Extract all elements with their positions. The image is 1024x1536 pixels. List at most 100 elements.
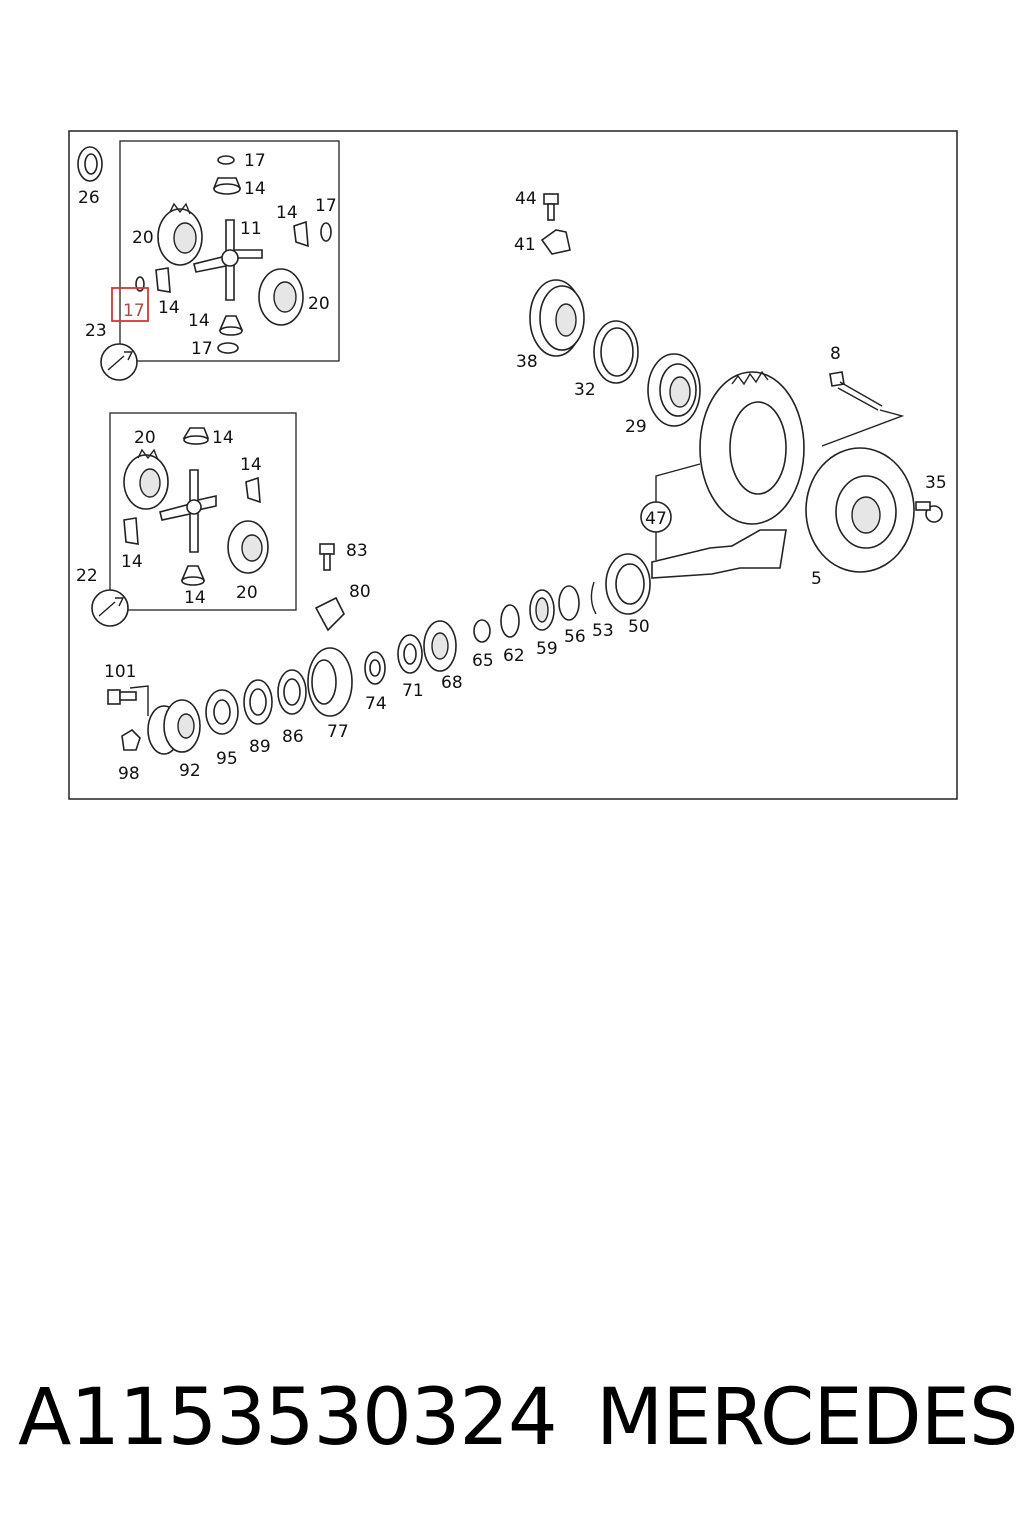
callout-label-20: 20 <box>308 294 330 314</box>
bearing-29 <box>647 353 701 427</box>
gear-14-left <box>155 267 171 293</box>
callout-label-8: 8 <box>830 344 841 364</box>
brand-name: MERCEDES <box>596 1373 1018 1463</box>
callout-label-5: 5 <box>811 569 822 589</box>
ring-71 <box>397 634 423 674</box>
callout-label-35: 35 <box>925 473 947 493</box>
washer-17-top <box>217 155 235 165</box>
callout-label-32: 32 <box>574 380 596 400</box>
ring-86 <box>277 669 307 715</box>
callout-label-89: 89 <box>249 737 271 757</box>
callout-label-14: 14 <box>121 552 143 572</box>
callout-label-50: 50 <box>628 617 650 637</box>
callout-label-101: 101 <box>104 662 136 682</box>
bracket-80 <box>314 596 345 632</box>
callout-label-59: 59 <box>536 639 558 659</box>
bolt-8 <box>829 371 883 411</box>
callout-label-44: 44 <box>515 189 537 209</box>
callout-label-92: 92 <box>179 761 201 781</box>
caption-bar: A1153530324 MERCEDES <box>18 1370 1018 1470</box>
bolt-35 <box>915 501 943 523</box>
flange-92 <box>147 699 201 755</box>
callout-label-14: 14 <box>240 455 262 475</box>
washer-17-right <box>320 222 332 242</box>
callout-label-26: 26 <box>78 188 100 208</box>
bearing-68 <box>423 620 457 672</box>
callout-label-14: 14 <box>212 428 234 448</box>
callout-label-41: 41 <box>514 235 536 255</box>
highlight-box-17 <box>111 287 149 322</box>
leader-101 <box>129 685 149 716</box>
part-number: A1153530324 <box>18 1373 558 1463</box>
callout-label-14: 14 <box>244 179 266 199</box>
callout-label-65: 65 <box>472 651 494 671</box>
spider-11 <box>193 219 263 301</box>
gear-14-right <box>293 220 309 248</box>
callout-label-80: 80 <box>349 582 371 602</box>
callout-label-14: 14 <box>184 588 206 608</box>
callout-label-71: 71 <box>402 681 424 701</box>
bolt-101 <box>107 689 137 705</box>
callout-label-23: 23 <box>85 321 107 341</box>
callout-label-11: 11 <box>240 219 262 239</box>
callout-label-17: 17 <box>191 339 213 359</box>
ring-89 <box>243 679 273 725</box>
differential-housing-5 <box>805 447 915 573</box>
side-gear-20-left <box>157 202 203 266</box>
ring-gear-47 <box>699 370 805 525</box>
callout-label-20: 20 <box>134 428 156 448</box>
gear-14-top <box>212 177 242 195</box>
callout-label-29: 29 <box>625 417 647 437</box>
callout-label-77: 77 <box>327 722 349 742</box>
seal-ring-26 <box>77 146 103 182</box>
inset-box-lower <box>109 412 297 611</box>
nut-98 <box>121 728 141 751</box>
callout-label-53: 53 <box>592 621 614 641</box>
callout-label-14: 14 <box>276 203 298 223</box>
spider-lower <box>159 469 217 553</box>
callout-circle-47 <box>640 501 672 533</box>
circlip-53 <box>590 581 597 615</box>
washer-62 <box>500 604 520 638</box>
bracket-41 <box>540 229 571 255</box>
callout-label-62: 62 <box>503 646 525 666</box>
spacer-65 <box>473 619 491 643</box>
gear-14-bottom <box>218 315 244 336</box>
leader-47 <box>655 463 701 560</box>
callout-label-83: 83 <box>346 541 368 561</box>
side-gear-20-lower-right <box>227 520 269 574</box>
ring-74 <box>364 651 386 685</box>
callout-label-68: 68 <box>441 673 463 693</box>
side-gear-20-lower-left <box>123 448 169 510</box>
callout-label-17: 17 <box>315 196 337 216</box>
side-gear-20-right <box>258 268 304 326</box>
callout-label-14: 14 <box>188 311 210 331</box>
callout-label-86: 86 <box>282 727 304 747</box>
bearing-38 <box>529 279 585 357</box>
callout-label-22: 22 <box>76 566 98 586</box>
ring-32 <box>593 320 639 384</box>
ring-59 <box>529 589 555 631</box>
tool-icon-22 <box>91 589 129 627</box>
gear-14-lower-top <box>182 427 210 445</box>
callout-label-17: 17 <box>244 151 266 171</box>
diagram-frame <box>68 130 958 800</box>
seal-95 <box>205 689 239 735</box>
callout-label-20: 20 <box>236 583 258 603</box>
callout-label-20: 20 <box>132 228 154 248</box>
ring-56 <box>558 585 580 621</box>
bearing-50 <box>605 553 651 615</box>
callout-label-56: 56 <box>564 627 586 647</box>
bolt-83 <box>319 543 335 571</box>
callout-label-47: 47 <box>645 509 667 529</box>
inset-box-upper <box>119 140 340 362</box>
leader-8 <box>821 409 905 447</box>
bolt-44 <box>543 193 559 221</box>
gear-14-lower-right <box>245 476 261 504</box>
gear-77 <box>307 647 353 717</box>
pinion-shaft <box>651 529 787 579</box>
callout-label-38: 38 <box>516 352 538 372</box>
callout-label-95: 95 <box>216 749 238 769</box>
gear-14-lower-bottom <box>180 565 206 586</box>
